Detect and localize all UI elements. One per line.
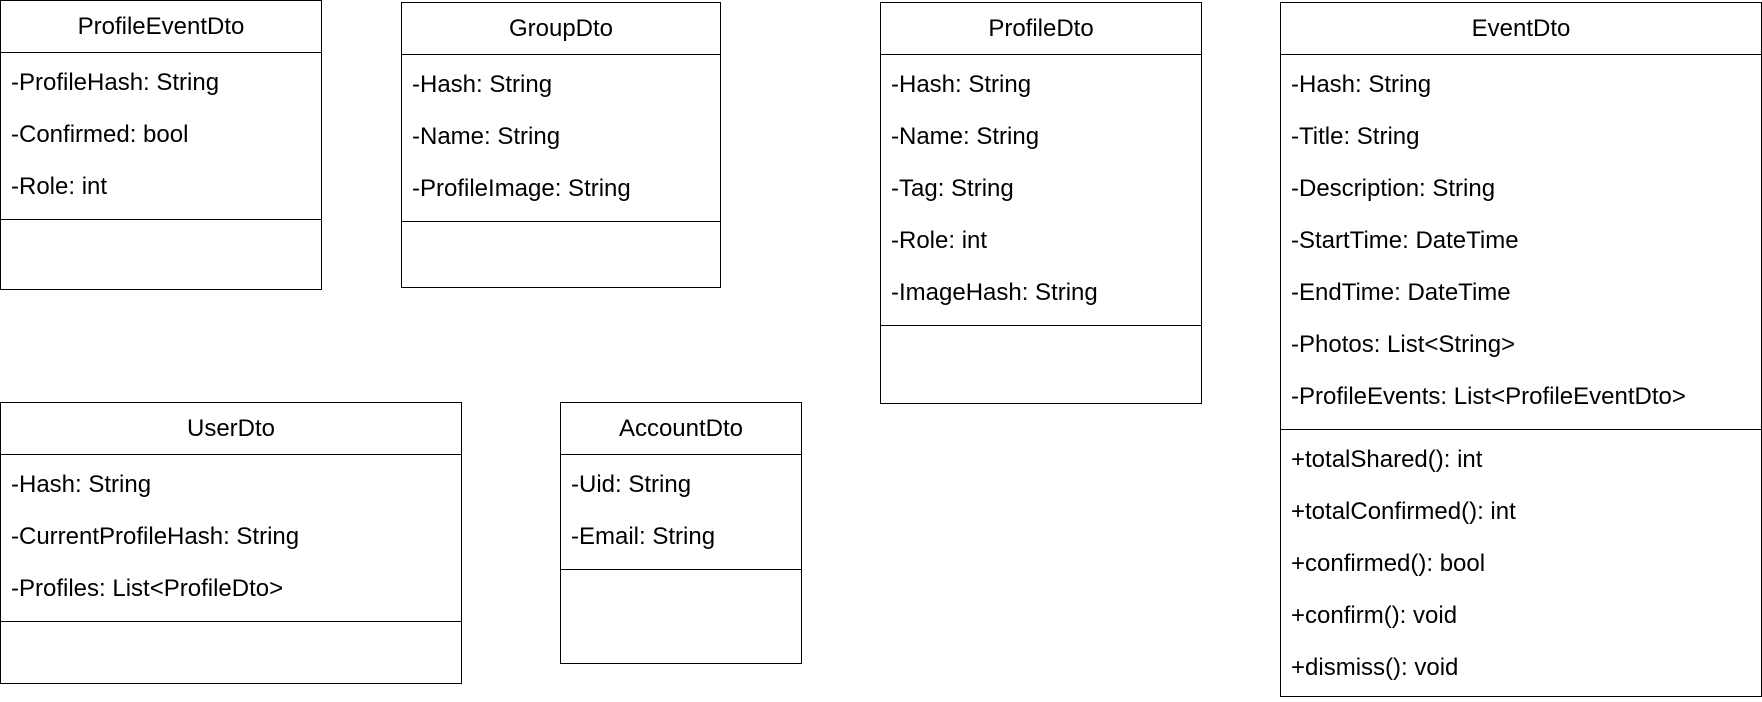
attribute: -Title: String — [1291, 123, 1420, 150]
class-name: ProfileDto — [881, 3, 1201, 55]
attributes-section: -Hash: String -Title: String -Descriptio… — [1281, 55, 1761, 430]
class-name: UserDto — [1, 403, 461, 455]
methods-section — [881, 326, 1201, 336]
attribute: -EndTime: DateTime — [1291, 279, 1511, 306]
attribute: -CurrentProfileHash: String — [11, 523, 300, 550]
attribute: -Uid: String — [571, 471, 692, 498]
attributes-section: -Hash: String -CurrentProfileHash: Strin… — [1, 455, 461, 622]
attribute: -Description: String — [1291, 175, 1496, 202]
class-accountdto: AccountDto -Uid: String -Email: String — [560, 402, 802, 664]
attribute: -Tag: String — [891, 175, 1014, 202]
attribute: -Name: String — [412, 123, 561, 150]
attribute: -ProfileImage: String — [412, 175, 631, 202]
method: +confirm(): void — [1291, 602, 1458, 629]
methods-section — [1, 622, 461, 632]
attributes-section: -Hash: String -Name: String -ProfileImag… — [402, 55, 720, 222]
methods-section — [561, 570, 801, 580]
attribute: -Name: String — [891, 123, 1040, 150]
method: +totalShared(): int — [1291, 446, 1483, 473]
attribute: -Hash: String — [412, 71, 553, 98]
attributes-section: -Hash: String -Name: String -Tag: String… — [881, 55, 1201, 326]
attribute: -Role: int — [11, 173, 108, 200]
attribute: -Photos: List<String> — [1291, 331, 1516, 358]
attribute: -Confirmed: bool — [11, 121, 189, 148]
attribute: -Role: int — [891, 227, 988, 254]
class-profileeventdto: ProfileEventDto -ProfileHash: String -Co… — [0, 0, 322, 290]
methods-section: +totalShared(): int +totalConfirmed(): i… — [1281, 430, 1761, 700]
attribute: -StartTime: DateTime — [1291, 227, 1519, 254]
class-name: GroupDto — [402, 3, 720, 55]
class-userdto: UserDto -Hash: String -CurrentProfileHas… — [0, 402, 462, 684]
class-profiledto: ProfileDto -Hash: String -Name: String -… — [880, 2, 1202, 404]
attribute: -Profiles: List<ProfileDto> — [11, 575, 284, 602]
attributes-section: -ProfileHash: String -Confirmed: bool -R… — [1, 53, 321, 220]
attribute: -Email: String — [571, 523, 716, 550]
attribute: -ImageHash: String — [891, 279, 1098, 306]
attribute: -ProfileEvents: List<ProfileEventDto> — [1291, 383, 1686, 410]
methods-section — [1, 220, 321, 230]
attribute: -ProfileHash: String — [11, 69, 220, 96]
class-name: AccountDto — [561, 403, 801, 455]
methods-section — [402, 222, 720, 232]
method: +totalConfirmed(): int — [1291, 498, 1516, 525]
class-eventdto: EventDto -Hash: String -Title: String -D… — [1280, 2, 1762, 697]
method: +dismiss(): void — [1291, 654, 1459, 681]
attribute: -Hash: String — [1291, 71, 1432, 98]
attribute: -Hash: String — [891, 71, 1032, 98]
class-groupdto: GroupDto -Hash: String -Name: String -Pr… — [401, 2, 721, 288]
class-name: EventDto — [1281, 3, 1761, 55]
method: +confirmed(): bool — [1291, 550, 1486, 577]
attribute: -Hash: String — [11, 471, 152, 498]
attributes-section: -Uid: String -Email: String — [561, 455, 801, 570]
class-name: ProfileEventDto — [1, 1, 321, 53]
